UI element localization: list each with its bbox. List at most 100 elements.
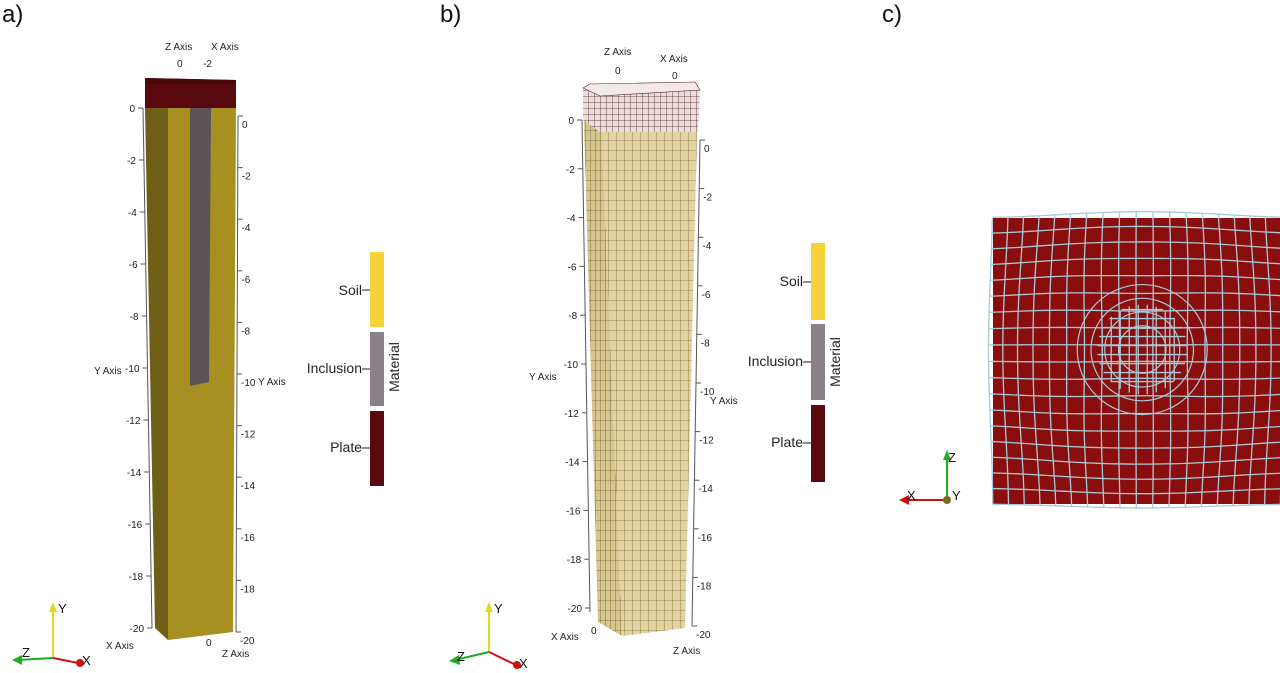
tick-label: -12 xyxy=(564,409,579,420)
legend-b-plate-swatch xyxy=(811,405,825,482)
panel-b-label: b) xyxy=(440,1,461,28)
mesh-line xyxy=(992,503,1280,509)
mesh-line xyxy=(1232,215,1241,506)
mesh-line xyxy=(1248,215,1257,506)
z-axis-title-bottom: Z Axis xyxy=(222,649,249,660)
legend-a: Soil Inclusion Plate Material xyxy=(307,252,402,486)
panel-a-label: a) xyxy=(2,1,23,28)
legend-title: Material xyxy=(386,342,402,392)
z-axis-top-tick-b: 0 xyxy=(615,66,621,77)
triad-z-label-b: Z xyxy=(457,649,465,664)
y-arrow-icon xyxy=(49,602,57,612)
tick-label: -6 xyxy=(241,275,250,286)
tick-label: -12 xyxy=(241,430,256,441)
x-arrow-icon xyxy=(76,659,84,667)
legend-b-soil-swatch xyxy=(811,243,825,320)
z-axis-title-top: Z Axis xyxy=(165,42,192,53)
triad-x-label-b: X xyxy=(519,656,528,671)
y-axis-title-right-b: Y Axis xyxy=(710,396,738,407)
y-axis-dot-icon xyxy=(943,496,951,504)
legend-b: Soil Inclusion Plate Material xyxy=(748,243,843,482)
tick-label: -16 xyxy=(128,520,143,531)
tick-label: -18 xyxy=(240,584,255,595)
legend-inclusion-swatch xyxy=(370,332,384,406)
tick-label: -8 xyxy=(701,338,710,349)
tick-label: -14 xyxy=(241,481,256,492)
tick-label: -2 xyxy=(242,172,251,183)
y-axis-right-ticks-b: 0-2-4-6-8-10-12-14-16-18-20 xyxy=(692,139,715,641)
x-axis-bottom-tick: 0 xyxy=(206,638,212,649)
x-axis-bottom-tick-b: 0 xyxy=(591,626,597,637)
tick-label: -16 xyxy=(240,533,255,544)
tick-label: -10 xyxy=(241,378,256,389)
y-axis-title-right: Y Axis xyxy=(258,377,286,388)
tick-label: -12 xyxy=(126,416,141,427)
y-axis-left-ticks-b: 0-2-4-6-8-10-12-14-16-18-20 xyxy=(564,116,590,615)
z-axis-title-bottom-b: Z Axis xyxy=(673,646,700,657)
legend-soil-swatch xyxy=(370,252,384,327)
tick-label: -16 xyxy=(698,533,713,544)
plan-mesh-grid xyxy=(987,211,1280,509)
z-arrow-icon xyxy=(12,655,22,665)
tick-label: -16 xyxy=(566,506,581,517)
mesh-ring xyxy=(1104,311,1181,388)
tick-label: -20 xyxy=(696,630,711,641)
x-arrow-icon xyxy=(513,661,521,669)
tick-label: -14 xyxy=(127,468,142,479)
legend-soil-label: Soil xyxy=(339,282,362,298)
z-arrow-icon xyxy=(943,450,951,460)
legend-b-inclusion-label: Inclusion xyxy=(748,353,803,369)
tick-label: -20 xyxy=(130,624,145,635)
x-axis-title-bottom: X Axis xyxy=(106,641,134,652)
y-arrow-icon xyxy=(485,602,493,612)
tick-label: 0 xyxy=(704,144,710,155)
tick-label: -4 xyxy=(242,223,251,234)
mesh-column-front xyxy=(600,92,698,636)
legend-inclusion-label: Inclusion xyxy=(307,360,362,376)
panel-c: Z X Y xyxy=(899,211,1280,509)
mesh-line xyxy=(992,472,1280,480)
x-axis-top-tick-b: 0 xyxy=(672,71,678,82)
mesh-ring xyxy=(1090,297,1195,402)
y-axis-right-ticks: 0-2-4-6-8-10-12-14-16-18-20 xyxy=(236,115,256,647)
legend-b-title: Material xyxy=(827,337,843,387)
z-axis-title-top-b: Z Axis xyxy=(604,47,631,58)
x-axis-title-top-b: X Axis xyxy=(660,54,688,65)
orientation-triad-a: Y Z X xyxy=(12,601,91,668)
tick-label: -18 xyxy=(697,581,712,592)
panel-c-label: c) xyxy=(882,1,902,28)
mesh-ring xyxy=(1117,325,1167,374)
tick-label: -10 xyxy=(700,387,715,398)
x-axis-top-tick: -2 xyxy=(203,59,212,70)
triad-y-label: Y xyxy=(58,601,67,616)
triad-x-label-c: X xyxy=(907,488,916,503)
mesh-ring xyxy=(1076,283,1208,416)
y-axis-left-ticks: 0-2-4-6-8-10-12-14-16-18-20 xyxy=(125,104,152,635)
mesh-line xyxy=(988,360,1280,363)
triad-x-label: X xyxy=(82,653,91,668)
tick-label: 0 xyxy=(129,104,135,115)
tick-label: -20 xyxy=(568,604,583,615)
legend-b-soil-label: Soil xyxy=(780,273,803,289)
tick-label: -12 xyxy=(699,436,714,447)
tick-label: -2 xyxy=(703,193,712,204)
triad-y-label-b: Y xyxy=(494,601,503,616)
y-axis-title-left: Y Axis xyxy=(94,366,122,377)
tick-label: -6 xyxy=(129,260,138,271)
tick-label: -8 xyxy=(568,311,577,322)
mesh-line xyxy=(1263,216,1272,505)
tick-label: -18 xyxy=(567,555,582,566)
triad-z-label: Z xyxy=(22,645,30,660)
mesh-column-side xyxy=(583,88,622,636)
plate-block xyxy=(145,78,236,108)
mesh-line xyxy=(992,487,1280,495)
tick-label: -4 xyxy=(567,214,576,225)
tick-label: -8 xyxy=(130,312,139,323)
x-axis-title-top: X Axis xyxy=(211,42,239,53)
orientation-triad-c: Z X Y xyxy=(899,450,961,505)
legend-b-inclusion-swatch xyxy=(811,324,825,400)
triad-y-label-c: Y xyxy=(952,488,961,503)
tick-label: -20 xyxy=(240,636,255,647)
z-axis-top-tick: 0 xyxy=(177,59,183,70)
